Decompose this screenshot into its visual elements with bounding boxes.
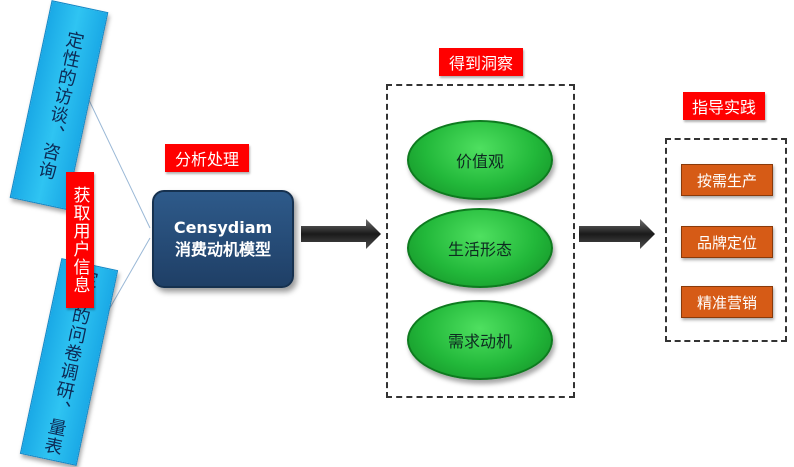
practice-item-marketing-text: 精准营销: [696, 293, 757, 312]
collect-label: 获取用户信息: [66, 172, 94, 308]
insight-label-text: 得到洞察: [448, 54, 513, 73]
insight-item-lifestyle-text: 生活形态: [447, 240, 512, 259]
analysis-label-text: 分析处理: [174, 150, 239, 169]
practice-item-brand: 品牌定位: [681, 226, 773, 258]
censydiam-model-box: Censydiam 消费动机模型: [152, 190, 294, 288]
insight-item-motivation-text: 需求动机: [447, 332, 512, 351]
arrow-to-practice: [579, 219, 655, 249]
practice-label-text: 指导实践: [691, 98, 756, 117]
practice-item-brand-text: 品牌定位: [696, 233, 757, 252]
insight-item-values: 价值观: [407, 120, 553, 200]
collect-label-text: 获取用户信息: [69, 186, 90, 294]
insight-item-motivation: 需求动机: [407, 300, 553, 380]
arrow-to-insight: [301, 219, 381, 249]
insight-item-lifestyle: 生活形态: [407, 208, 553, 288]
practice-item-production: 按需生产: [681, 164, 773, 196]
practice-label: 指导实践: [683, 92, 765, 120]
model-title-line2: 消费动机模型: [174, 240, 271, 259]
practice-item-production-text: 按需生产: [696, 171, 757, 190]
qualitative-source-text: 定性的访谈、咨询: [33, 28, 86, 182]
practice-item-marketing: 精准营销: [681, 286, 773, 318]
insight-frame: [386, 84, 575, 398]
practice-frame: [665, 138, 787, 342]
model-title-line1: Censydiam: [173, 218, 273, 237]
analysis-label: 分析处理: [165, 144, 249, 172]
connector-line-top: [87, 97, 151, 229]
insight-item-values-text: 价值观: [455, 152, 504, 171]
insight-label: 得到洞察: [439, 48, 523, 76]
